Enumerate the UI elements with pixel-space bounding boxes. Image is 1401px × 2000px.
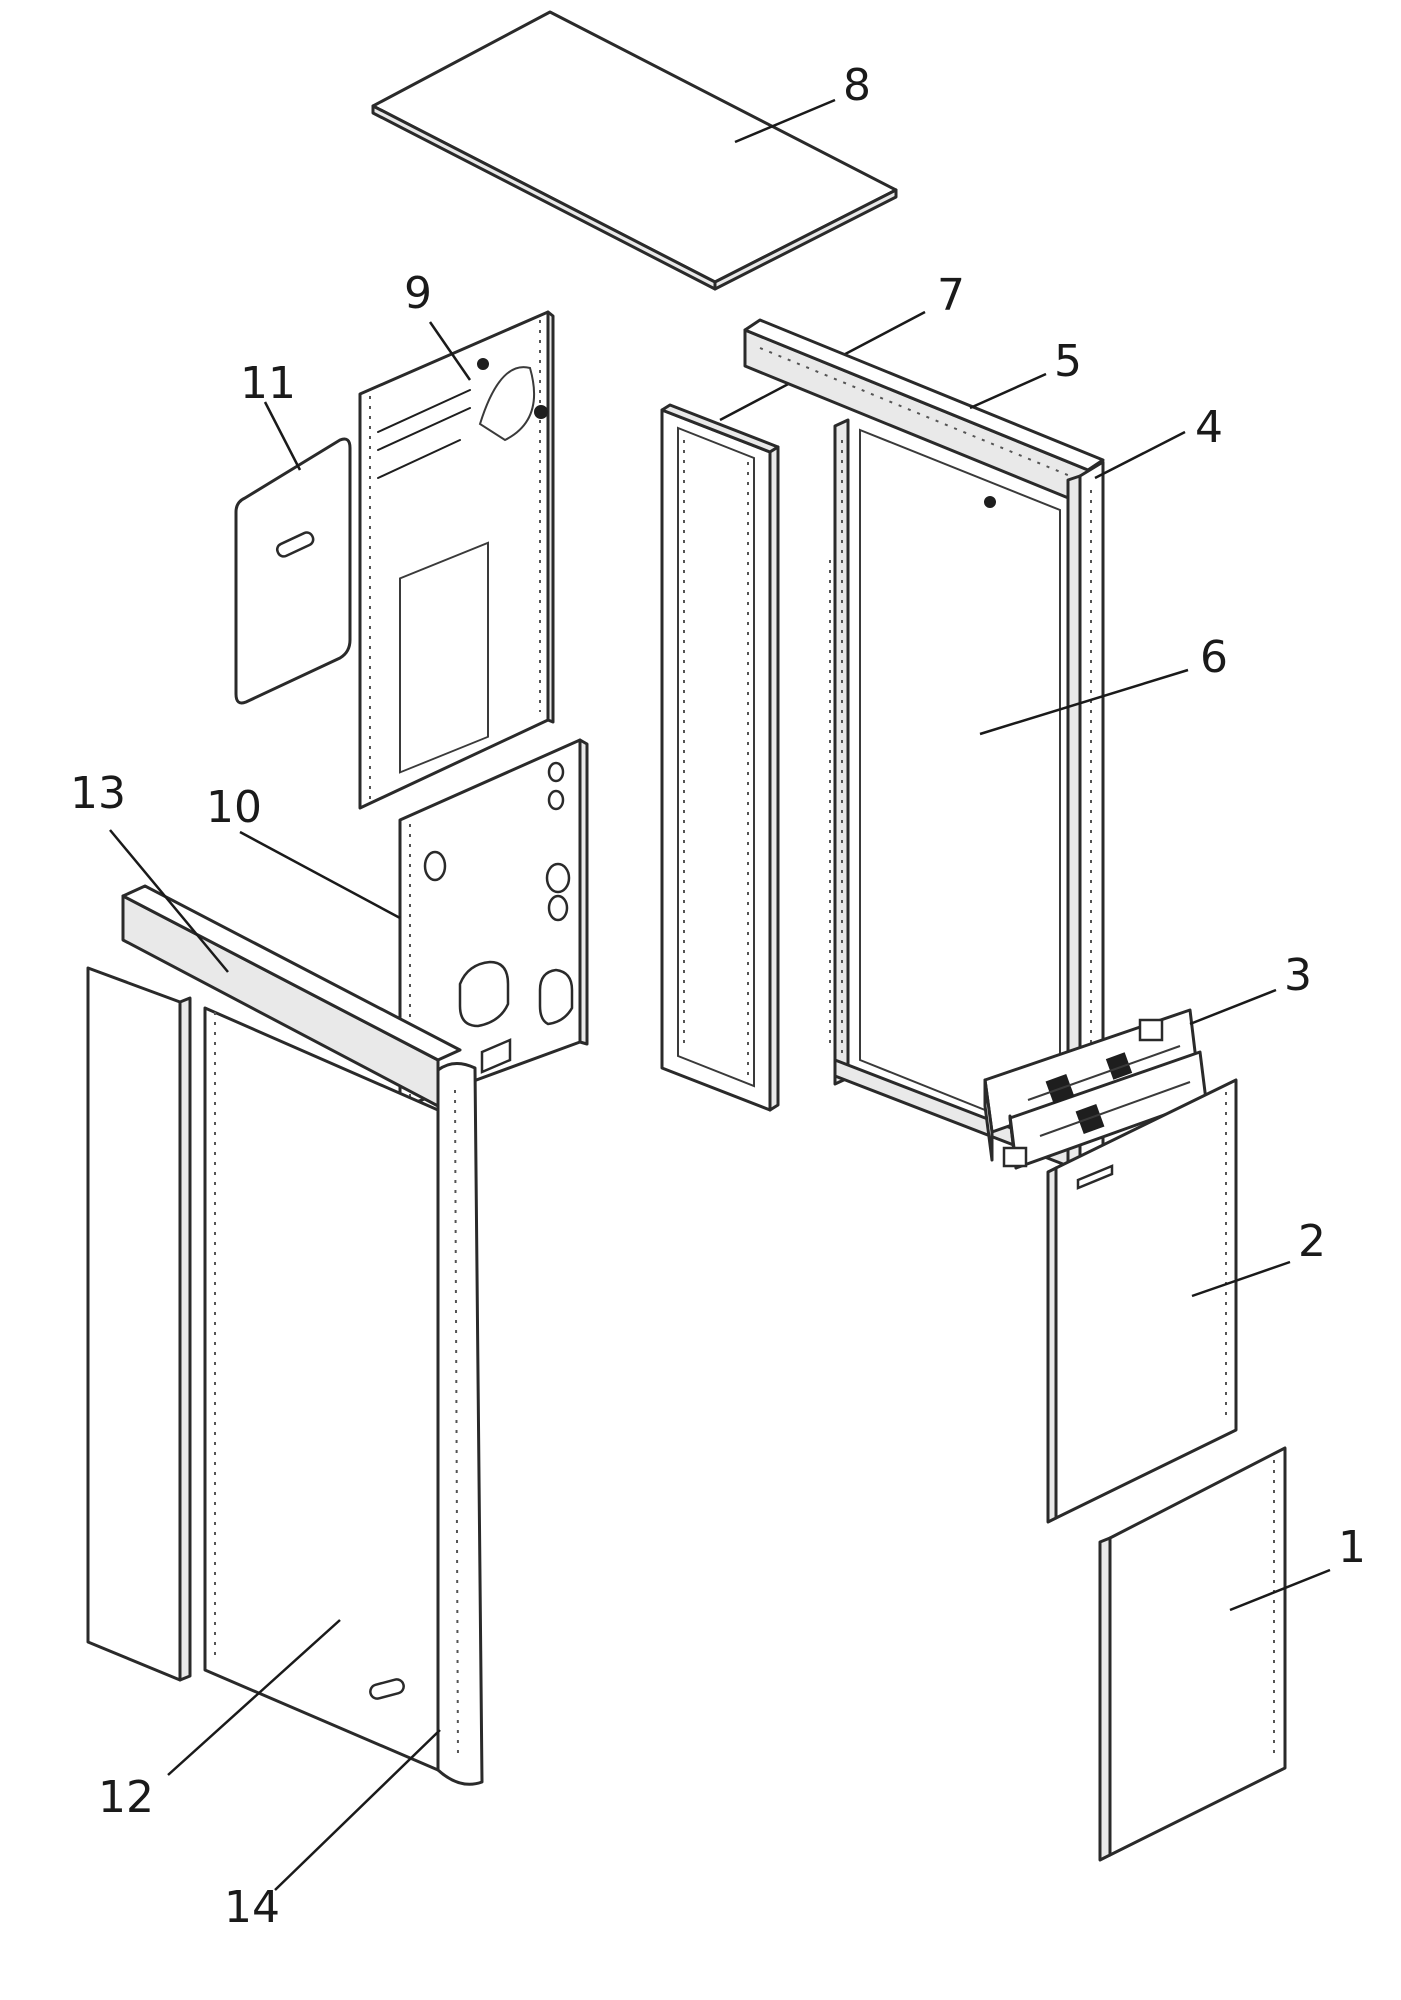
callout-10: 10 (206, 782, 262, 833)
leader-12 (167, 1619, 341, 1776)
callout-4: 4 (1195, 402, 1223, 453)
leader-13 (109, 829, 229, 973)
leader-8 (734, 98, 836, 144)
leader-4 (1094, 430, 1186, 480)
callout-9: 9 (404, 268, 432, 319)
callout-6: 6 (1200, 632, 1228, 683)
panel-12-slot (369, 1678, 405, 1700)
part-2-upper-door (1046, 1078, 1291, 1524)
callout-3: 3 (1284, 950, 1312, 1001)
callout-labels: 1 2 3 4 5 6 7 8 9 10 11 12 13 14 (70, 60, 1366, 1933)
part-3-hinge-assembly (983, 988, 1277, 1170)
callout-5: 5 (1054, 336, 1082, 387)
leader-3 (1189, 988, 1277, 1026)
callout-1: 1 (1338, 1522, 1366, 1573)
part-8-top-panel (371, 10, 898, 291)
callout-14: 14 (224, 1882, 280, 1933)
part-14-corner-post (274, 1062, 484, 1891)
part-12-side-panel (86, 966, 440, 1776)
part-6-main-frame (743, 318, 1189, 1172)
leader-5 (969, 372, 1047, 410)
callout-2: 2 (1298, 1216, 1326, 1267)
callout-8: 8 (843, 60, 871, 111)
leader-1 (1229, 1568, 1331, 1612)
callout-7: 7 (937, 270, 965, 321)
part-11-cover-panel (234, 401, 352, 705)
panel-11-slot (275, 531, 315, 558)
leader-11 (263, 401, 302, 471)
cable-bundles (377, 389, 471, 479)
callout-11: 11 (240, 358, 296, 409)
leader-6 (979, 668, 1189, 736)
part-7-side-frame (660, 310, 926, 1112)
leader-9 (428, 321, 472, 381)
part-1-lower-door (1098, 1446, 1331, 1862)
leader-2 (1191, 1260, 1291, 1298)
callout-12: 12 (98, 1772, 154, 1823)
leader-14 (274, 1729, 441, 1891)
leader-10 (239, 830, 401, 920)
part-10-lower-back-panel (239, 738, 589, 1110)
callout-13: 13 (70, 768, 126, 819)
part-5-top-rail (743, 328, 1090, 508)
part-9-upper-back-panel (358, 310, 555, 810)
hinge-detail (1002, 1018, 1191, 1168)
